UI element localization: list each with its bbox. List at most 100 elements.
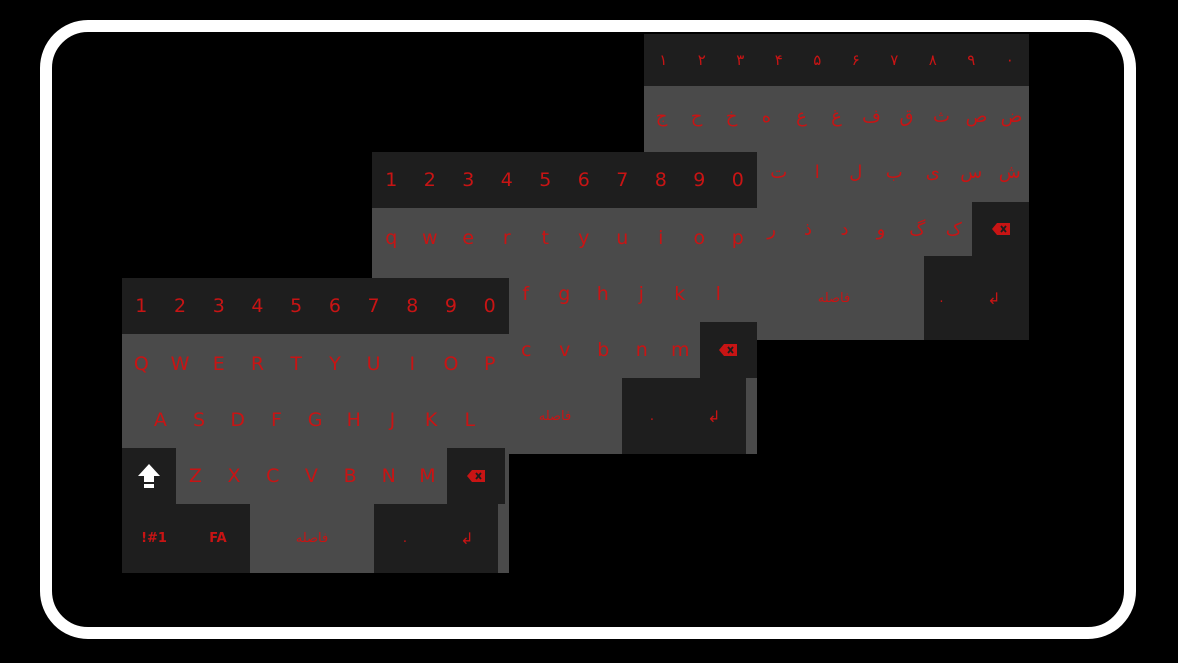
key[interactable]: n [635, 339, 648, 361]
key[interactable]: c [521, 339, 532, 361]
key[interactable]: q [385, 227, 398, 249]
key[interactable]: R [250, 353, 265, 375]
key[interactable]: N [381, 465, 396, 487]
enter-key[interactable]: ↲ [959, 256, 1029, 340]
key[interactable]: K [424, 409, 438, 431]
key[interactable]: O [443, 353, 459, 375]
key[interactable]: 5 [290, 295, 303, 317]
key[interactable]: T [290, 353, 302, 375]
key[interactable]: 6 [577, 169, 590, 191]
enter-key[interactable]: ↲ [436, 504, 498, 573]
backspace-key[interactable] [972, 202, 1029, 256]
key[interactable]: ک [945, 218, 962, 240]
key[interactable]: ل [849, 161, 863, 183]
backspace-key[interactable] [699, 322, 757, 378]
key[interactable]: X [227, 465, 241, 487]
key[interactable]: 7 [367, 295, 380, 317]
key[interactable]: 8 [406, 295, 419, 317]
key[interactable]: y [578, 227, 590, 249]
key[interactable]: j [638, 283, 644, 305]
key[interactable]: گ [909, 218, 926, 240]
key[interactable]: ا [814, 161, 820, 183]
key[interactable]: ۴ [774, 51, 783, 69]
key[interactable]: l [715, 283, 721, 305]
space-key[interactable]: فاصله [538, 408, 572, 424]
key[interactable]: ه [761, 105, 772, 127]
key[interactable]: Y [329, 353, 341, 375]
key[interactable]: 4 [500, 169, 513, 191]
key[interactable]: t [541, 227, 549, 249]
key[interactable]: i [658, 227, 664, 249]
key[interactable]: P [483, 353, 496, 375]
key[interactable]: 2 [174, 295, 187, 317]
key[interactable]: ق [899, 105, 914, 127]
key[interactable]: M [419, 465, 436, 487]
key[interactable]: ت [770, 161, 788, 183]
key[interactable]: ب [885, 161, 903, 183]
key[interactable]: D [230, 409, 246, 431]
space-key[interactable]: فاصله [295, 531, 329, 546]
shift-key[interactable] [122, 448, 176, 504]
space-key[interactable]: فاصله [817, 290, 851, 306]
key[interactable]: ع [796, 105, 807, 127]
key[interactable]: ج [655, 105, 668, 127]
key[interactable]: b [597, 339, 610, 361]
key[interactable]: w [421, 227, 438, 249]
key[interactable]: ص [965, 105, 988, 127]
period-key[interactable]: . [622, 378, 682, 454]
key[interactable]: د [840, 218, 849, 240]
key[interactable]: v [559, 339, 571, 361]
key[interactable]: h [596, 283, 609, 305]
key[interactable]: ٢ [697, 51, 706, 69]
key[interactable]: ی [925, 161, 940, 183]
key[interactable]: e [462, 227, 475, 249]
key[interactable]: 9 [444, 295, 458, 317]
key[interactable]: L [464, 409, 476, 431]
key[interactable]: k [674, 283, 686, 305]
key[interactable]: ح [690, 105, 703, 127]
key[interactable]: 7 [616, 169, 629, 191]
key[interactable]: 8 [654, 169, 667, 191]
key[interactable]: g [558, 283, 571, 305]
key[interactable]: m [670, 339, 690, 361]
key[interactable]: ٣ [736, 51, 745, 69]
key[interactable]: غ [831, 105, 842, 127]
key[interactable]: f [522, 283, 530, 305]
key[interactable]: I [409, 353, 416, 375]
key[interactable]: B [343, 465, 357, 487]
symbols-key[interactable]: !#1 [122, 504, 186, 573]
key[interactable]: ث [933, 105, 950, 127]
key[interactable]: 2 [423, 169, 436, 191]
key[interactable]: 3 [212, 295, 225, 317]
key[interactable]: 0 [483, 295, 496, 317]
key[interactable]: H [346, 409, 361, 431]
period-key[interactable]: . [374, 504, 436, 573]
key[interactable]: 1 [385, 169, 398, 191]
key[interactable]: ۵ [813, 51, 822, 69]
key[interactable]: ف [862, 105, 881, 127]
key[interactable]: 5 [539, 169, 552, 191]
period-key[interactable]: . [924, 256, 959, 340]
key[interactable]: J [389, 409, 396, 431]
key[interactable]: ١ [659, 51, 668, 69]
key[interactable]: ش [998, 161, 1021, 183]
key[interactable]: E [212, 353, 225, 375]
key[interactable]: 1 [135, 295, 148, 317]
key[interactable]: ر [767, 218, 776, 240]
enter-key[interactable]: ↲ [682, 378, 746, 454]
key[interactable]: S [193, 409, 206, 431]
backspace-key[interactable] [446, 448, 505, 504]
key[interactable]: ٧ [890, 51, 899, 69]
key[interactable]: و [876, 218, 886, 240]
key[interactable]: W [170, 353, 190, 375]
key[interactable]: ذ [804, 218, 813, 240]
key[interactable]: U [366, 353, 381, 375]
key[interactable]: 4 [251, 295, 264, 317]
key[interactable]: p [731, 227, 744, 249]
key[interactable]: ٠ [1005, 51, 1014, 69]
key[interactable]: 3 [462, 169, 475, 191]
key[interactable]: ض [1000, 105, 1023, 127]
key[interactable]: r [502, 227, 511, 249]
key[interactable]: ۶ [851, 51, 860, 69]
key[interactable]: Z [188, 465, 202, 487]
